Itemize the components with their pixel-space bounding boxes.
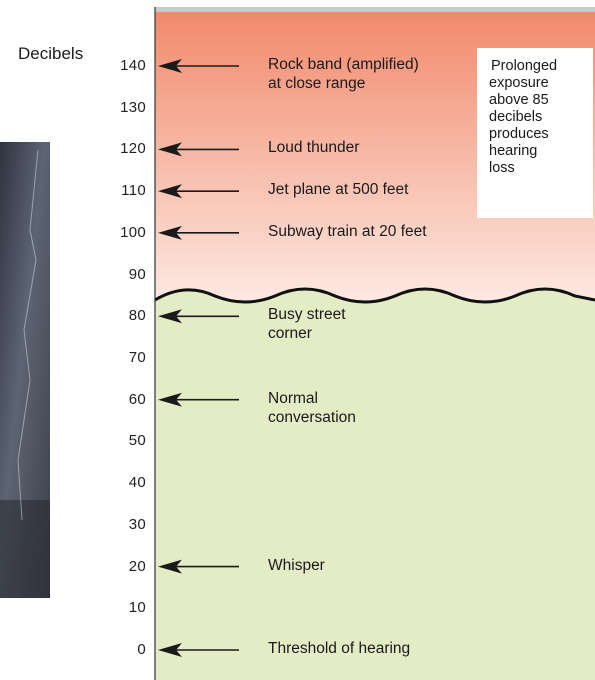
note-line: exposure	[489, 75, 549, 91]
note-line: decibels	[489, 109, 543, 125]
sound-source-label: Jet plane at 500 feet	[268, 180, 408, 199]
panel-top-border	[155, 7, 595, 12]
tick-label: 120	[120, 140, 146, 158]
tick-label: 100	[120, 223, 146, 241]
hearing-loss-note: Prolonged exposure above 85 decibels pro…	[477, 48, 593, 218]
tick-label: 30	[128, 515, 146, 533]
sound-source-line: Busy street	[268, 306, 346, 324]
safe-zone	[155, 289, 595, 680]
tick-label: 20	[128, 557, 146, 575]
tick-label: 90	[128, 265, 146, 283]
sound-source-line: Subway train at 20 feet	[268, 222, 427, 240]
tick-label: 70	[128, 349, 146, 366]
sound-source-label: Whisper	[268, 556, 325, 575]
tick-label: 10	[128, 599, 146, 617]
tick-label: 110	[121, 182, 146, 200]
sound-source-label: Subway train at 20 feet	[268, 222, 427, 241]
sound-source-line: Threshold of hearing	[268, 640, 411, 657]
pointer-arrow	[158, 559, 239, 574]
tick-label: 0	[137, 641, 146, 658]
note-line: hearing	[489, 143, 538, 159]
pointer-arrow	[158, 59, 239, 73]
pointer-arrow	[158, 643, 239, 657]
sound-source-line: at close range	[268, 75, 366, 92]
sound-source-label: Threshold of hearing	[268, 639, 410, 658]
tick-label: 40	[128, 474, 146, 492]
tick-label: 80	[128, 307, 146, 325]
tick-label: 130	[120, 98, 146, 116]
sound-source-label: Rock band (amplified) at close range	[268, 55, 419, 93]
sound-source-line: Jet plane at 500 feet	[268, 181, 409, 199]
sound-source-label: Loud thunder	[268, 138, 359, 157]
note-line: above 85	[489, 92, 549, 108]
sound-source-line: Normal	[268, 389, 318, 407]
note-line: loss	[489, 160, 515, 176]
sound-source-line: corner	[268, 325, 312, 343]
note-line: produces	[489, 126, 549, 142]
threshold-wave	[154, 287, 595, 304]
axis-title: Decibels	[18, 44, 84, 63]
note-line: Prolonged	[491, 58, 558, 74]
pointer-arrow	[158, 184, 239, 199]
sound-source-line: Whisper	[268, 556, 325, 574]
sound-source-line: Loud thunder	[268, 139, 360, 157]
tick-label: 60	[128, 390, 146, 408]
storm-photo	[0, 142, 50, 598]
pointer-arrow	[158, 309, 239, 324]
sound-source-line: Rock band (amplified)	[268, 56, 419, 73]
pointer-arrow	[158, 392, 239, 407]
sound-source-line: conversation	[268, 408, 356, 426]
pointer-arrow	[158, 142, 239, 157]
tick-label: 50	[128, 432, 146, 450]
tick-label: 140	[120, 57, 146, 74]
pointer-arrow	[158, 225, 239, 240]
